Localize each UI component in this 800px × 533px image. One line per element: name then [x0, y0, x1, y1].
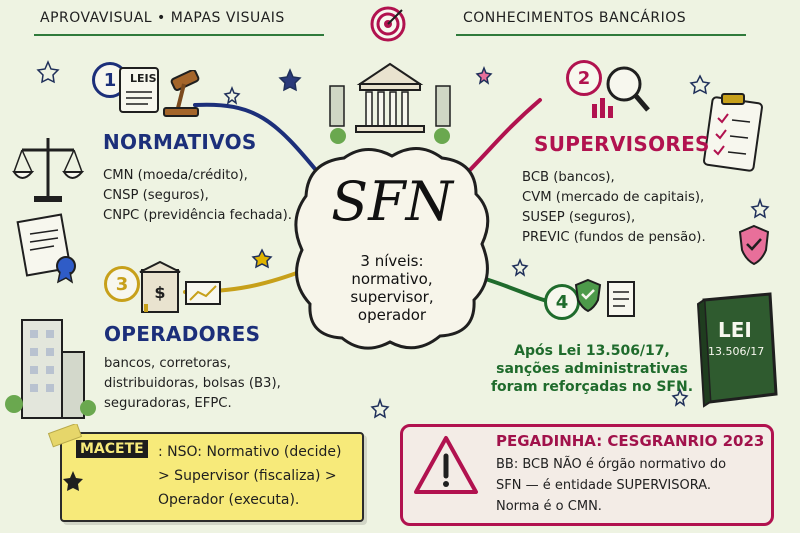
macete-line-1: : NSO: Normativo (decide) — [158, 444, 342, 460]
normativos-lines: CMN (moeda/crédito), CNSP (seguros), CNP… — [103, 166, 303, 226]
law-book-subtitle: 13.506/17 — [708, 345, 765, 358]
svg-text:$: $ — [154, 283, 165, 302]
supervisores-lines: BCB (bancos), CVM (mercado de capitais),… — [522, 168, 742, 248]
macete-line-2: > Supervisor (fiscaliza) > — [158, 468, 337, 484]
supervisores-title: SUPERVISORES — [534, 132, 710, 156]
check-document-icon — [574, 278, 635, 317]
macete-text: : NSO: Normativo (decide) > Supervisor (… — [158, 440, 360, 512]
scales-icon — [12, 138, 85, 202]
normativos-line-3: CNPC (previdência fechada). — [103, 208, 292, 223]
center-sub-line-3: supervisor, — [350, 288, 434, 306]
macete-line-3: Operador (executa). — [158, 492, 300, 508]
pegadinha-text: BB: BCB NÃO é órgão normativo do SFN — é… — [496, 454, 758, 517]
gavel-icon — [163, 70, 200, 117]
supervisores-line-3: SUSEP (seguros), — [522, 210, 636, 225]
note-line-2: sanções administrativas — [496, 361, 688, 377]
supervisores-line-1: BCB (bancos), — [522, 170, 615, 185]
clipboard-checklist-icon — [703, 93, 763, 172]
pegadinha-line-2: SFN — é entidade SUPERVISORA. — [496, 478, 712, 493]
center-sub-line-1: 3 níveis: — [360, 252, 424, 270]
note-line-3: foram reforçadas no SFN. — [490, 379, 694, 395]
tape-strip — [47, 424, 83, 448]
normativos-line-1: CMN (moeda/crédito), — [103, 168, 248, 183]
target-icon — [370, 6, 406, 42]
header-right-rule — [456, 34, 746, 36]
law-book-label: LEIS — [130, 72, 157, 85]
operadores-line-3: seguradoras, EFPC. — [104, 396, 232, 411]
magnifier-chart-icon — [592, 66, 650, 118]
pegadinha-title: PEGADINHA: CESGRANRIO 2023 — [496, 432, 765, 450]
money-bank-icon: $ — [139, 260, 221, 313]
macete-star-icon — [63, 471, 83, 491]
operadores-title: OPERADORES — [104, 322, 261, 346]
certificate-icon — [16, 213, 76, 284]
law-book-icon — [119, 67, 159, 113]
lei-13506-note: Após Lei 13.506/17, sanções administrati… — [480, 342, 704, 396]
operadores-line-2: distribuidoras, bolsas (B3), — [104, 376, 281, 391]
header-right-text: CONHECIMENTOS BANCÁRIOS — [463, 10, 687, 26]
law-book-title: LEI — [718, 318, 752, 342]
law-13506-book-icon — [696, 292, 778, 408]
supervisores-line-4: PREVIC (fundos de pensão). — [522, 230, 706, 245]
center-title: SFN — [331, 170, 453, 233]
office-building-icon — [5, 319, 96, 419]
normativos-line-2: CNSP (seguros), — [103, 188, 209, 203]
note-line-1: Após Lei 13.506/17, — [514, 343, 670, 359]
badge-2: 2 — [566, 60, 602, 96]
center-sub-line-4: operador — [357, 306, 427, 324]
shield-check-icon — [738, 224, 770, 266]
normativos-title: NORMATIVOS — [103, 130, 257, 154]
operadores-lines: bancos, corretoras, distribuidoras, bols… — [104, 354, 314, 414]
center-cloud-shape — [294, 147, 490, 350]
operadores-line-1: bancos, corretoras, — [104, 356, 231, 371]
badge-3: 3 — [104, 266, 140, 302]
header-left-rule — [34, 34, 324, 36]
warning-triangle-icon — [414, 436, 478, 494]
pegadinha-line-3: Norma é o CMN. — [496, 499, 602, 514]
supervisores-line-2: CVM (mercado de capitais), — [522, 190, 705, 205]
center-sub-line-2: normativo, — [351, 270, 433, 288]
macete-label: MACETE — [76, 440, 148, 458]
header-left-text: APROVAVISUAL • MAPAS VISUAIS — [40, 10, 285, 26]
pegadinha-line-1: BB: BCB NÃO é órgão normativo do — [496, 457, 727, 472]
center-subtitle: 3 níveis: normativo, supervisor, operado… — [330, 252, 454, 324]
bank-building-icon — [329, 62, 451, 144]
